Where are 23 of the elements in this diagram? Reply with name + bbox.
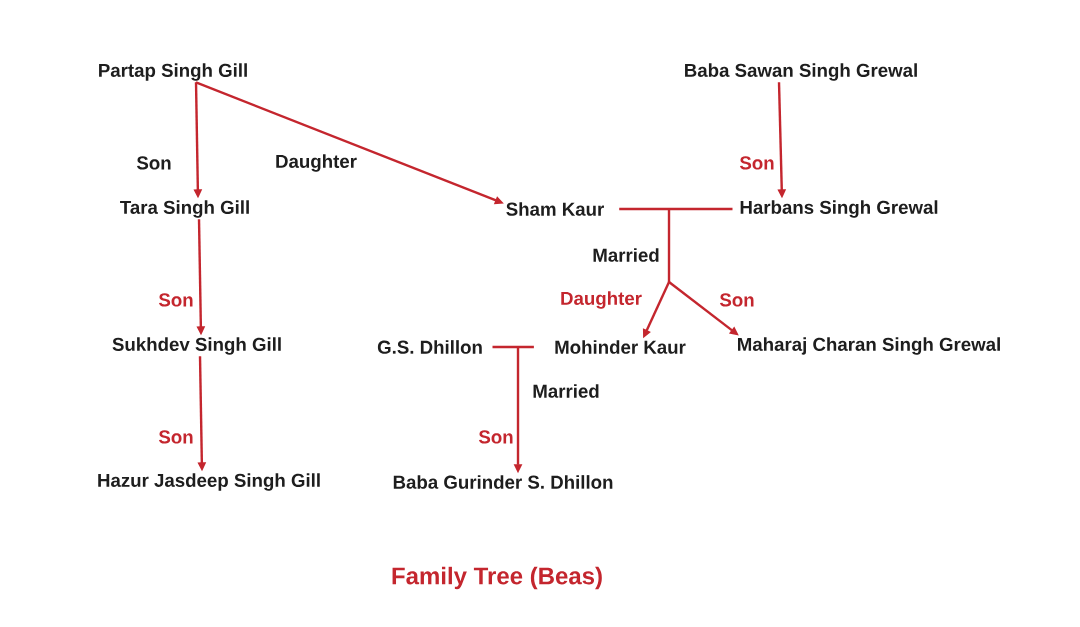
person-name: Tara Singh Gill — [120, 200, 249, 218]
connector-line — [667, 209, 671, 282]
person-name: Sham Kaur — [506, 202, 604, 216]
person-name: Baba Gurinder S. Dhillon — [393, 475, 613, 489]
connector-line — [492, 345, 534, 349]
relation-label: Married — [533, 384, 599, 398]
person-name: Hazur Jasdeep Singh Gill — [98, 473, 320, 491]
edge-label: Son — [157, 429, 195, 445]
edge-label: Son — [477, 429, 515, 445]
person-name: Sukhdev Singh Gill — [112, 337, 281, 355]
person-name: Harbans Singh Grewal — [740, 200, 938, 218]
person-name: G.S. Dhillon — [377, 340, 482, 354]
person-name: Partap Singh Gill — [99, 63, 247, 81]
edge-label: Son — [135, 155, 173, 171]
edge-label: Son — [157, 292, 195, 308]
edge-label: Son — [718, 292, 756, 308]
person-name: Mohinder Kaur — [555, 340, 686, 354]
person-name: Maharaj Charan Singh Grewal — [738, 337, 1000, 355]
relation-label: Married — [593, 248, 659, 262]
edge-label: Son — [738, 155, 776, 171]
person-name: Baba Sawan Singh Grewal — [685, 63, 917, 81]
caption: Family Tree (Beas) — [392, 566, 602, 590]
connector-line — [619, 207, 733, 211]
